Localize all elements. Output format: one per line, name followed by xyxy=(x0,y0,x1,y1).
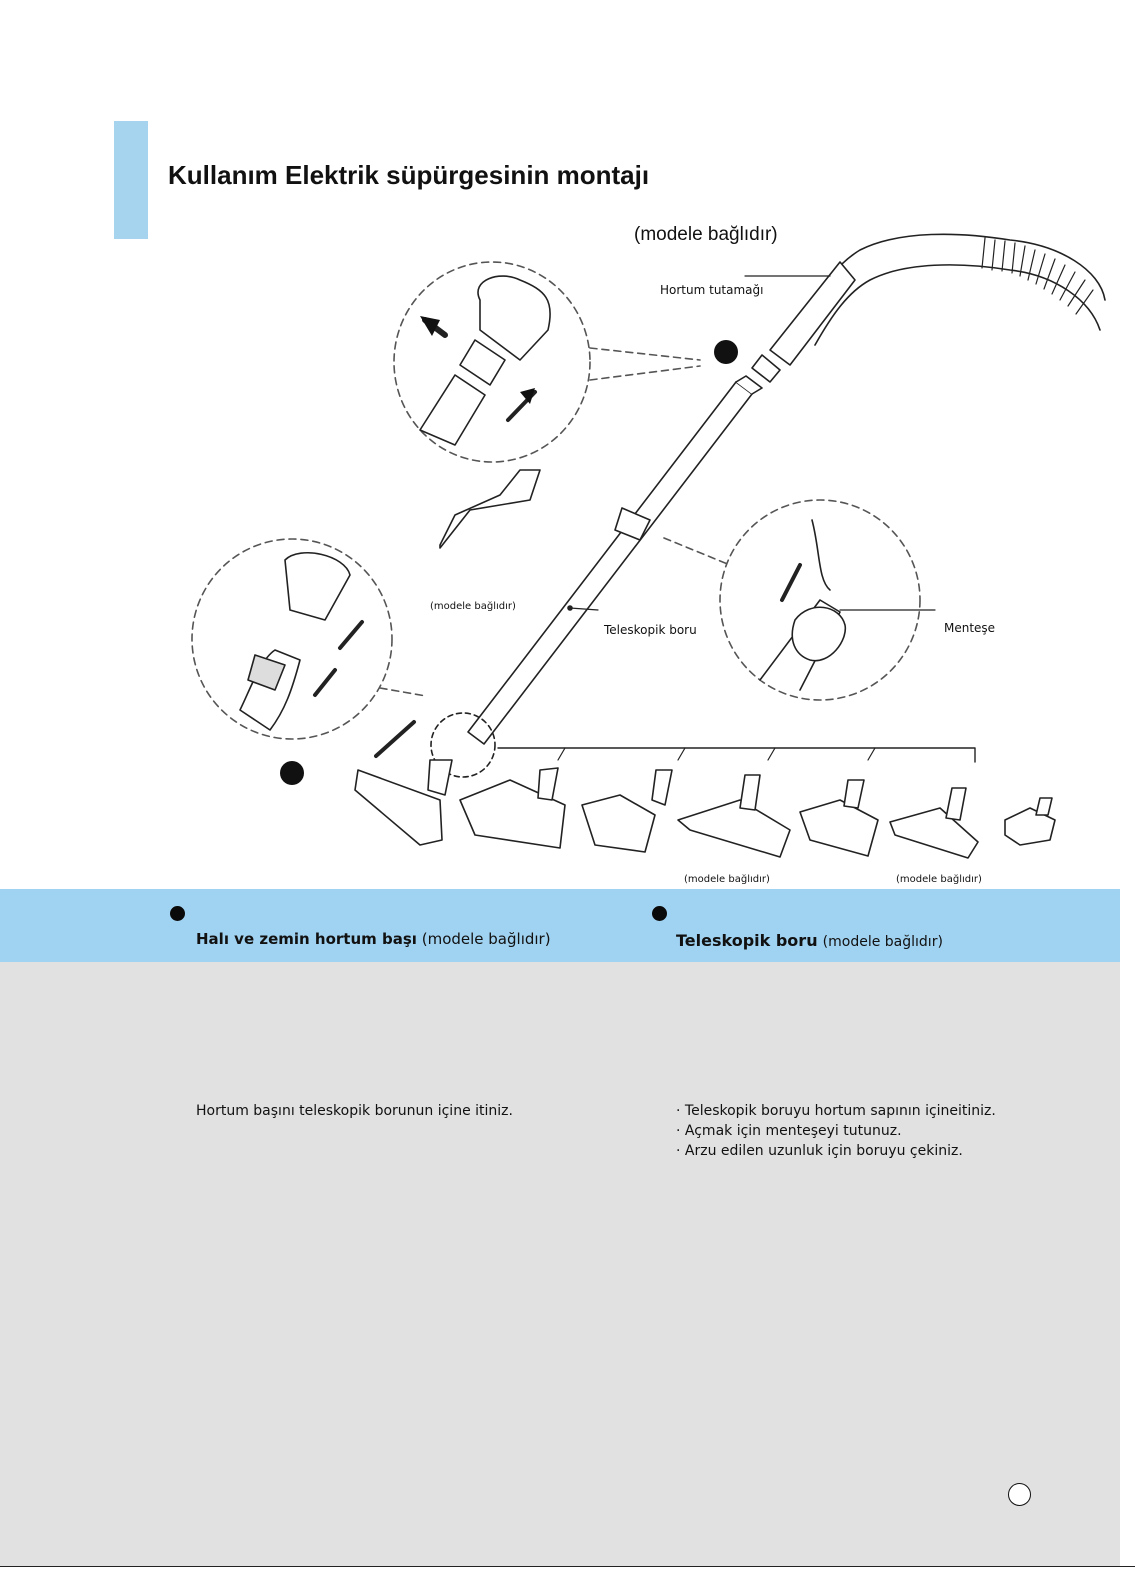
bullet-item: Açmak için menteşeyi tutunuz. xyxy=(676,1121,996,1141)
section-accent-bar xyxy=(114,121,148,239)
detail-circle-top xyxy=(393,261,591,463)
hose-handle-label: Hortum tutamağı xyxy=(660,283,764,297)
model-note-bottom-2: (modele bağlıdır) xyxy=(896,874,982,885)
section-2-title-note: (modele bağlıdır) xyxy=(822,934,943,950)
section-2-dot xyxy=(652,906,667,921)
telescopic-pipe-label: Teleskopik boru xyxy=(604,623,697,637)
nozzle-5 xyxy=(799,799,879,857)
nozzle-1 xyxy=(354,769,443,846)
content-area xyxy=(0,962,1120,1566)
section-2-bullets: Teleskopik boruyu hortum sapının içineit… xyxy=(676,1101,996,1161)
section-2-title-bold: Teleskopik boru xyxy=(676,931,818,950)
nozzle-7 xyxy=(1004,807,1056,846)
section-1-title: Halı ve zemin hortum başı (modele bağlıd… xyxy=(196,930,551,948)
bullet-item: Arzu edilen uzunluk için boruyu çekiniz. xyxy=(676,1141,996,1161)
model-note-top: (modele bağlıdır) xyxy=(634,224,778,245)
section-1-text: Hortum başını teleskopik borunun içine i… xyxy=(196,1103,513,1119)
nozzle-6 xyxy=(889,807,979,859)
nozzle-3 xyxy=(581,794,656,853)
section-1-dot xyxy=(170,906,185,921)
telescopic-pipe xyxy=(467,381,753,745)
section-1-title-bold: Halı ve zemin hortum başı xyxy=(196,930,417,948)
nozzle-4 xyxy=(677,799,791,858)
hose-handle xyxy=(769,261,856,366)
section-2-title: Teleskopik boru (modele bağlıdır) xyxy=(676,931,943,950)
detail-circle-left xyxy=(191,538,393,740)
step-dot-1 xyxy=(714,340,738,364)
bullet-item: Teleskopik boruyu hortum sapının içineit… xyxy=(676,1101,996,1121)
model-note-nozzle: (modele bağlıdır) xyxy=(430,601,516,612)
page-number-circle xyxy=(1008,1483,1031,1506)
model-note-bottom-1: (modele bağlıdır) xyxy=(684,874,770,885)
assembly-illustration xyxy=(191,233,1106,859)
section-header-band xyxy=(0,889,1120,962)
section-1-title-note: (modele bağlıdır) xyxy=(421,930,551,948)
hinge-label: Menteşe xyxy=(944,621,996,635)
bottom-rule xyxy=(0,1566,1135,1567)
page-title: Kullanım Elektrik süpürgesinin montajı xyxy=(168,160,650,190)
step-dot-2 xyxy=(280,761,304,785)
detail-circle-right xyxy=(719,499,921,701)
